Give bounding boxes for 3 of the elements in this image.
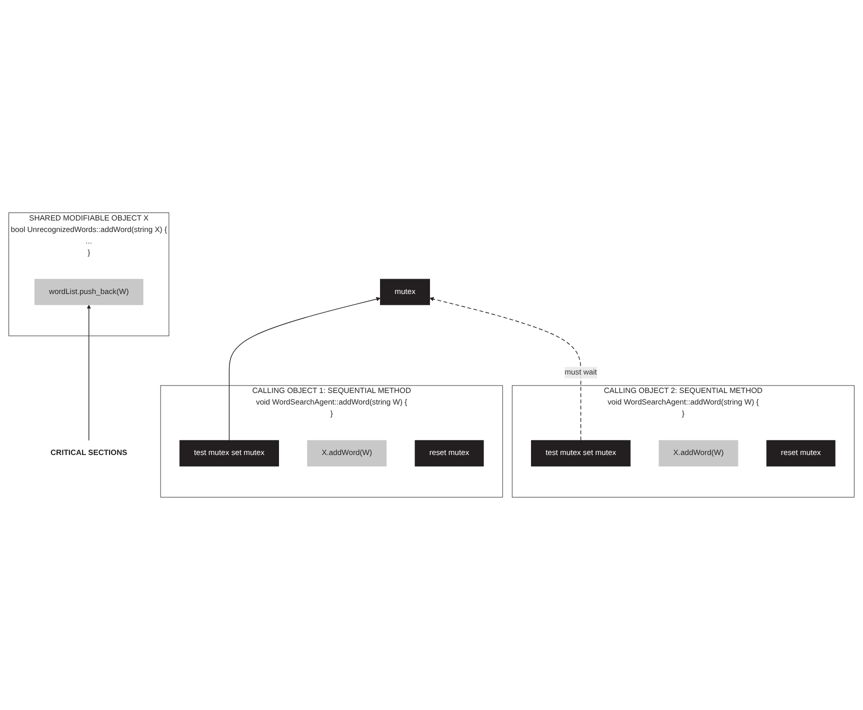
arrow xyxy=(228,297,380,441)
arrow xyxy=(430,297,582,441)
arrow xyxy=(86,304,91,441)
